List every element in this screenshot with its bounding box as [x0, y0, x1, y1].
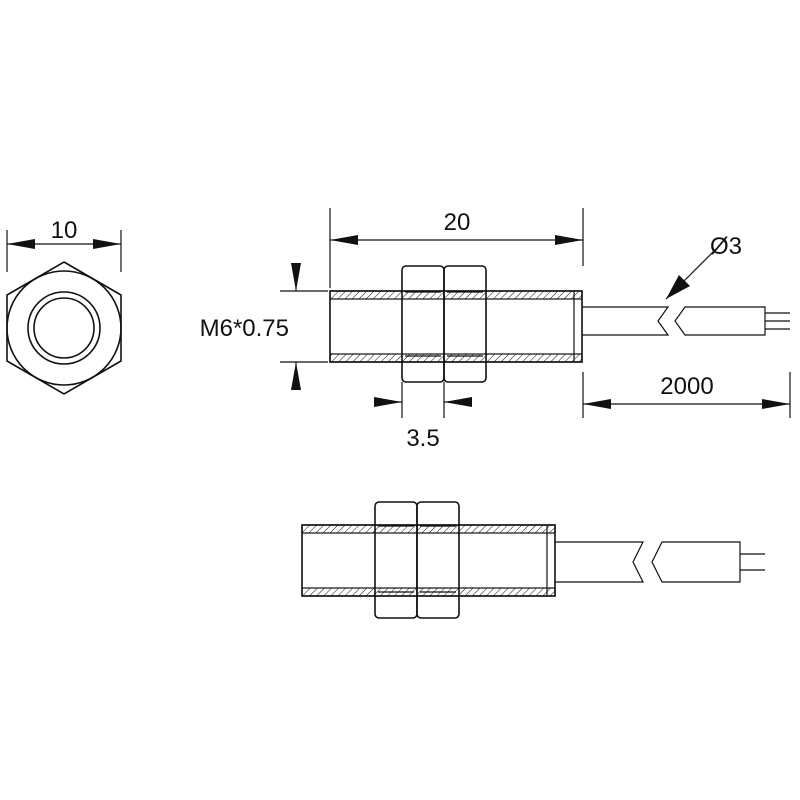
cable-body-2 [555, 541, 741, 583]
cable-length-arrow-right [762, 399, 790, 409]
nut-thickness-arrow-right [444, 397, 472, 407]
hex-width-label: 10 [51, 217, 78, 244]
end-view: 10 [6, 217, 122, 395]
body-length-arrow-right [555, 235, 583, 245]
nut-right-2 [416, 501, 460, 619]
side-view-bottom [301, 501, 765, 619]
cable-body [582, 306, 766, 336]
barrel-wall-top-2 [301, 524, 556, 534]
hex-width-arrow-right [93, 239, 121, 249]
side-view-top: 20 Ø3 M6*0.75 3.5 2000 [200, 208, 791, 452]
barrel-outline-2 [301, 524, 556, 597]
sensor-face-outer-circle [27, 291, 101, 365]
nut-left [401, 265, 445, 383]
cable-length-arrow-left [583, 399, 611, 409]
barrel-wall-top [329, 290, 583, 300]
nut-thickness-label: 3.5 [406, 425, 439, 452]
nut-left-2 [374, 501, 418, 619]
thread-arrow-bottom [291, 362, 301, 390]
nut-right [443, 265, 487, 383]
thread-arrow-top [291, 263, 301, 291]
cable-diameter-arrow [666, 275, 690, 299]
nut-thickness-arrow-left [374, 397, 402, 407]
hex-nut-chamfer-circle [6, 270, 122, 386]
barrel-wall-bottom [329, 353, 583, 363]
body-length-label: 20 [444, 209, 471, 236]
barrel-outline [329, 290, 583, 363]
hex-width-arrow-left [7, 239, 35, 249]
cable-length-label: 2000 [660, 373, 713, 400]
body-length-arrow-left [330, 235, 358, 245]
thread-label: M6*0.75 [200, 315, 289, 342]
hex-nut-outline [6, 261, 122, 395]
cable-diameter-label: Ø3 [710, 233, 742, 260]
sensor-face-inner-circle [33, 297, 95, 359]
